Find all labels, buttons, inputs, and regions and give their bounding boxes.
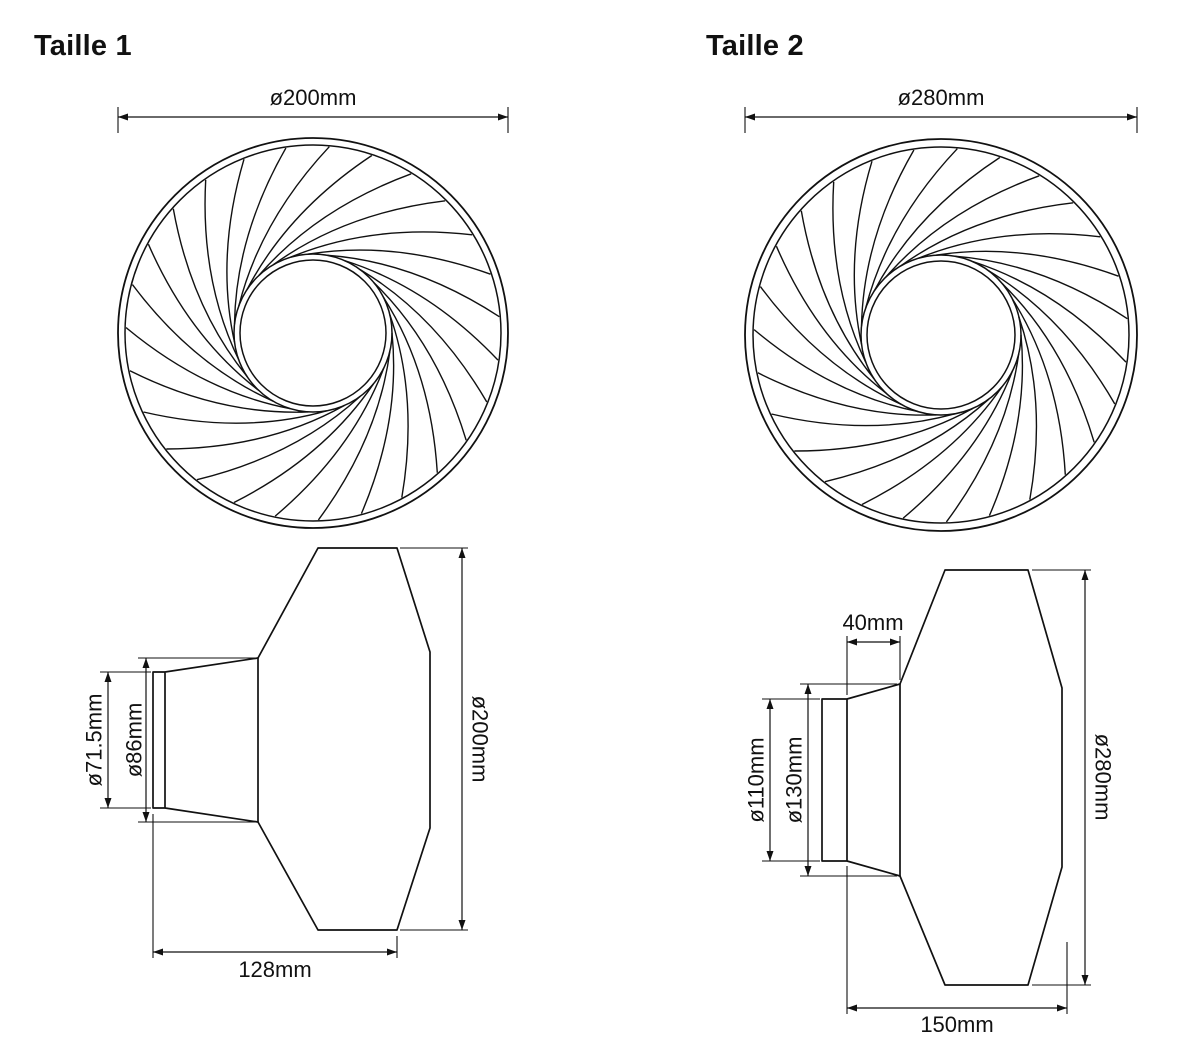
fan-hub-inner-circle xyxy=(866,260,1016,410)
fan-hub-inner-circle xyxy=(239,259,387,407)
size1-body-diameter-label: ø200mm xyxy=(468,696,493,783)
fan-blade xyxy=(360,332,395,514)
size2-depth-dimension: 150mm xyxy=(846,866,1068,1037)
size2-mount-outline xyxy=(821,683,901,877)
fan-blade xyxy=(917,233,1101,260)
fan-blade xyxy=(125,327,291,410)
fan-blade xyxy=(873,156,1001,292)
fan-blade xyxy=(147,243,260,392)
fan-blade xyxy=(383,297,438,473)
fan-blade xyxy=(131,284,274,403)
fan-blade xyxy=(274,368,385,517)
size2-body-diameter-dimension: ø280mm xyxy=(1032,569,1116,986)
fan-blade xyxy=(861,386,1003,506)
size1-depth-dimension: 128mm xyxy=(152,814,398,982)
fan-blade xyxy=(172,208,248,377)
fan-blade xyxy=(246,154,373,290)
fan-inner-rim-circle xyxy=(752,146,1130,524)
fan-blade xyxy=(326,254,500,318)
fan-blade xyxy=(290,231,473,258)
size1-mount-outline xyxy=(152,657,259,823)
fan-blade xyxy=(988,334,1024,516)
fan-blade xyxy=(800,210,875,380)
fan-blade xyxy=(344,259,499,361)
fan-blade xyxy=(757,372,937,416)
fan-blade xyxy=(794,407,974,452)
fan-hub-outer-circle xyxy=(233,253,393,413)
size1-side-view: ø71.5mm ø86mm ø200mm 128mm xyxy=(82,547,493,982)
size2-fan-face-drawing xyxy=(744,138,1138,532)
fan-blade xyxy=(258,173,412,276)
fan-blade xyxy=(196,395,361,481)
fan-blade xyxy=(945,353,1020,523)
fan-blade xyxy=(226,159,245,343)
size1-body-diameter-dimension: ø200mm xyxy=(400,547,493,931)
fan-blade xyxy=(988,270,1116,405)
size1-inner-diameter-dimension: ø71.5mm xyxy=(82,671,151,809)
fan-blade xyxy=(954,255,1128,320)
fan-blade xyxy=(753,329,919,413)
fan-blade xyxy=(238,146,330,307)
size2-body-outline xyxy=(899,569,1063,986)
size1-flange-diameter-dimension: ø86mm xyxy=(122,657,256,823)
size2-mount-depth-label: 40mm xyxy=(842,610,903,635)
size2-mount-depth-dimension: 40mm xyxy=(842,610,904,695)
fan-blade xyxy=(902,370,1014,519)
fan-blade xyxy=(972,260,1127,363)
fan-blade xyxy=(233,147,287,324)
size2-flange-diameter-label: ø130mm xyxy=(782,737,807,824)
size2-front-view: ø280mm xyxy=(744,85,1138,532)
size2-inner-diameter-label: ø110mm xyxy=(744,737,769,822)
size1-front-diameter-dimension: ø200mm xyxy=(117,85,509,133)
fan-blade xyxy=(204,179,240,361)
fan-blade xyxy=(273,200,446,266)
size1-front-view: ø200mm xyxy=(117,85,509,529)
fan-outer-rim-circle xyxy=(744,138,1138,532)
fan-blade xyxy=(143,410,327,424)
size2-flange-diameter-dimension: ø130mm xyxy=(782,683,897,877)
fan-blade xyxy=(317,351,391,521)
fan-blade xyxy=(824,398,990,483)
fan-blade xyxy=(389,314,409,498)
fan-hub-outer-circle xyxy=(860,254,1022,416)
fan-blade xyxy=(1001,283,1095,443)
size2-body-diameter-label: ø280mm xyxy=(1091,734,1116,821)
fan-outer-rim-circle xyxy=(117,137,509,529)
fan-blade xyxy=(771,413,956,427)
size1-depth-label: 128mm xyxy=(238,957,311,982)
fan-blade xyxy=(759,286,902,405)
fan-blade xyxy=(860,149,915,326)
size2-front-diameter-label: ø280mm xyxy=(898,85,985,110)
size1-flange-diameter-label: ø86mm xyxy=(122,703,147,778)
size2-title: Taille 2 xyxy=(706,30,804,62)
size1-body-outline xyxy=(257,547,431,931)
fan-blade xyxy=(865,148,958,308)
fan-blade xyxy=(775,245,887,394)
size2-depth-label: 150mm xyxy=(920,1012,993,1037)
fan-blade xyxy=(853,160,873,345)
fan-blade xyxy=(373,281,467,441)
fan-blade xyxy=(1018,316,1038,500)
size1-title: Taille 1 xyxy=(34,30,132,62)
size2-side-view: 40mm ø110mm ø130mm ø280mm xyxy=(744,569,1116,1037)
size1-inner-diameter-label: ø71.5mm xyxy=(82,694,107,787)
fan-blade xyxy=(832,181,867,363)
fan-blade xyxy=(233,383,375,504)
fan-blade xyxy=(1011,298,1066,475)
fan-blade xyxy=(900,202,1074,267)
size1-front-diameter-label: ø200mm xyxy=(270,85,357,110)
size1-fan-face-drawing xyxy=(117,137,509,529)
fan-inner-rim-circle xyxy=(124,144,502,522)
fan-blade xyxy=(359,268,488,403)
fan-blade xyxy=(129,370,309,413)
fan-blade xyxy=(936,250,1119,277)
fan-blade xyxy=(166,404,345,450)
size2-front-diameter-dimension: ø280mm xyxy=(744,85,1138,133)
fan-blade xyxy=(885,175,1040,278)
fan-blade xyxy=(308,249,491,275)
